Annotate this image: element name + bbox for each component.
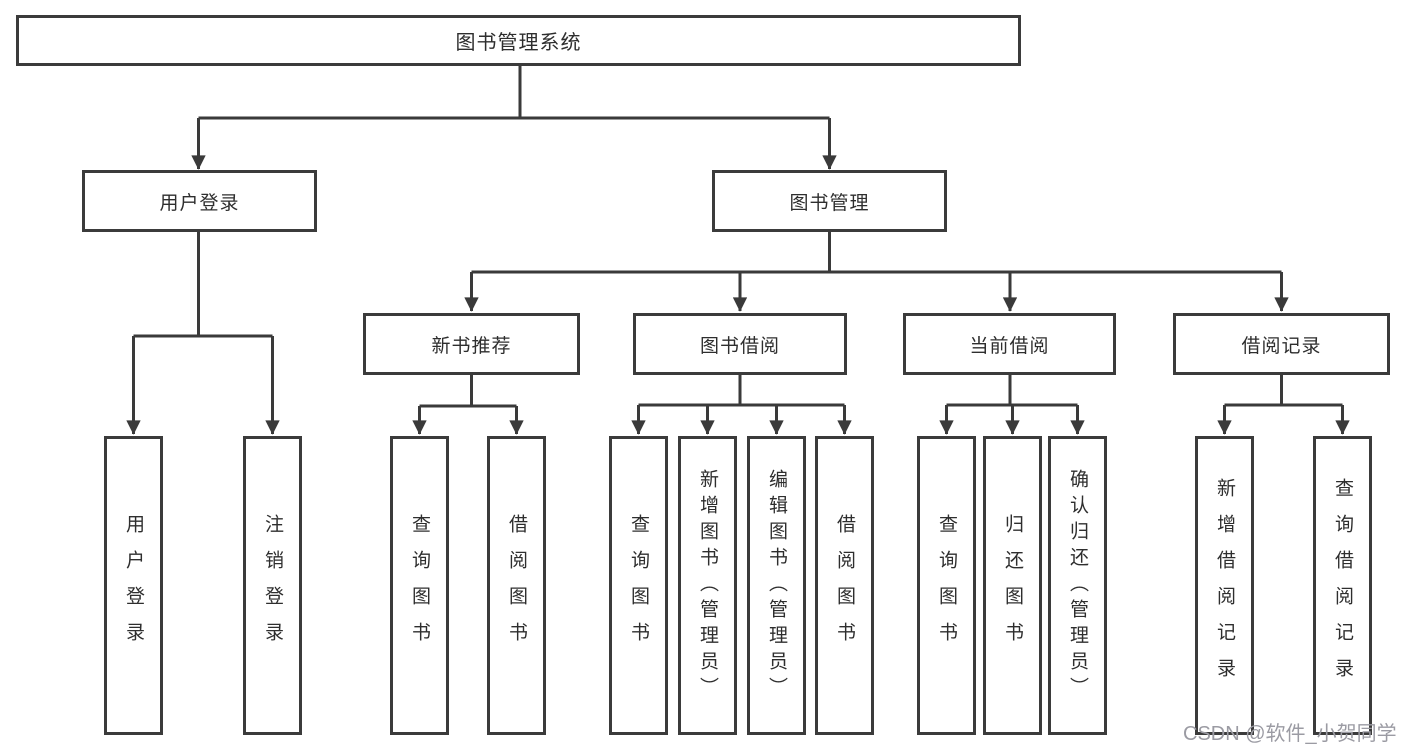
leaf-label: 查询图书: [628, 513, 649, 658]
node-label: 新书推荐: [431, 335, 512, 357]
node-borrowing-records: 借阅记录: [1173, 313, 1390, 375]
leaf-logout: 注销登录: [243, 436, 302, 735]
leaf-return-books: 归还图书: [983, 436, 1042, 735]
leaf-edit-book-admin: 编辑图书（管理员）: [747, 436, 806, 735]
leaf-label: 借阅图书: [506, 513, 527, 658]
leaf-label: 新增借阅记录: [1214, 477, 1235, 694]
leaf-label: 注销登录: [262, 513, 283, 658]
node-book-management: 图书管理: [712, 170, 947, 232]
node-label: 借阅记录: [1241, 335, 1322, 357]
leaf-query-borrow-record: 查询借阅记录: [1313, 436, 1372, 735]
node-new-book-recommendation: 新书推荐: [363, 313, 580, 375]
node-label: 当前借阅: [969, 335, 1050, 357]
leaf-label: 新增图书（管理员）: [697, 468, 718, 703]
leaf-query-books-current: 查询图书: [917, 436, 976, 735]
leaf-label: 借阅图书: [834, 513, 855, 658]
node-user-login: 用户登录: [82, 170, 317, 232]
leaf-label: 查询借阅记录: [1332, 477, 1353, 694]
node-label: 图书管理: [789, 192, 870, 214]
node-library-system: 图书管理系统: [16, 15, 1021, 66]
node-book-borrowing: 图书借阅: [633, 313, 847, 375]
leaf-label: 编辑图书（管理员）: [766, 468, 787, 703]
leaf-borrow-books-recommend: 借阅图书: [487, 436, 546, 735]
leaf-label: 确认归还（管理员）: [1067, 468, 1088, 703]
node-label: 图书借阅: [699, 335, 780, 357]
node-current-borrowing: 当前借阅: [903, 313, 1116, 375]
leaf-label: 查询图书: [409, 513, 430, 658]
leaf-query-books-borrow: 查询图书: [609, 436, 668, 735]
leaf-borrow-books: 借阅图书: [815, 436, 874, 735]
node-label: 图书管理系统: [455, 32, 582, 54]
leaf-label: 用户登录: [123, 513, 144, 658]
leaf-query-books-recommend: 查询图书: [390, 436, 449, 735]
csdn-watermark: CSDN @软件_小贺同学: [1183, 723, 1397, 745]
leaf-confirm-return-admin: 确认归还（管理员）: [1048, 436, 1107, 735]
leaf-add-borrow-record: 新增借阅记录: [1195, 436, 1254, 735]
node-label: 用户登录: [159, 192, 240, 214]
leaf-add-book-admin: 新增图书（管理员）: [678, 436, 737, 735]
leaf-label: 归还图书: [1002, 513, 1023, 658]
leaf-user-login: 用户登录: [104, 436, 163, 735]
leaf-label: 查询图书: [936, 513, 957, 658]
